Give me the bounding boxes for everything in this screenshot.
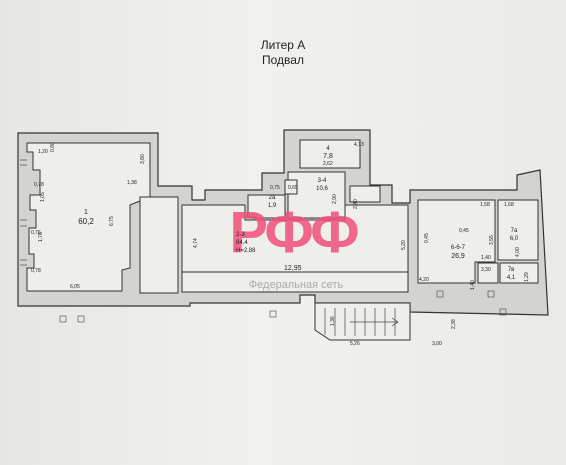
room-1 [26, 142, 151, 292]
room-7v-area: 4,1 [507, 275, 516, 281]
room-6-6-7-number: 6-6-7 [451, 245, 466, 251]
dim-label: 1,40 [470, 280, 476, 290]
closet-a [284, 179, 298, 195]
door-marks [59, 290, 507, 323]
dim-label: 0,78 [31, 268, 41, 274]
dim-label: 3,55 [489, 235, 495, 245]
room-6-6-7-area: 26,9 [451, 253, 465, 260]
closet-c [477, 262, 499, 284]
room-7v-number: 7в [508, 267, 515, 273]
dim-label: 0,45 [459, 228, 469, 234]
room-2a-area: 1,9 [268, 203, 277, 209]
room-3-4-area: 10,6 [316, 186, 328, 192]
closet-b [349, 185, 381, 203]
watermark-caption: Федеральная сеть [249, 279, 344, 291]
dim-label: 0,65 [288, 185, 298, 191]
plan-subtitle: Подвал [262, 53, 304, 67]
staircase [314, 302, 411, 341]
room-4-area: 7,8 [323, 153, 333, 160]
dim-label: 1,78 [38, 232, 44, 242]
room-7a [497, 199, 539, 261]
dim-label: 1,05 [40, 192, 46, 202]
dim-label: 2,38 [451, 319, 457, 329]
room-2a [247, 194, 286, 219]
watermark-logo-text: РФФ [229, 200, 358, 265]
dim-label: 1,58 [480, 202, 490, 208]
dim-label: 1,20 [38, 149, 48, 155]
dim-label: 1,40 [481, 255, 491, 261]
dim-label: 3,00 [432, 341, 442, 347]
room-1-area: 60,2 [78, 217, 94, 226]
room-4 [299, 139, 361, 169]
plan-title: Литер А [260, 38, 306, 52]
dim-label: 1,36 [330, 316, 336, 326]
dim-label: 0,75 [270, 185, 280, 191]
dim-label: 6,75 [109, 216, 115, 226]
dim-label: 4,20 [419, 277, 429, 283]
dim-label: 0,80 [50, 142, 56, 152]
room-2a-number: 2а [269, 195, 276, 201]
room-3-4 [287, 171, 346, 219]
dim-label: 4,74 [193, 238, 199, 248]
room-2-3-area: 84,4 [236, 240, 248, 246]
dim-label: 2,90 [332, 194, 338, 204]
dim-label: 2,40 [353, 199, 359, 209]
room-7v [499, 262, 539, 284]
dim-label: 0,25 [247, 213, 257, 219]
dim-label: 3,30 [481, 267, 491, 273]
dim-label: 12,95 [284, 265, 302, 272]
room-1-number: 1 [84, 209, 88, 216]
dim-label: 2,62 [323, 161, 333, 167]
dimension-labels: 1,20 0,80 3,80 1,38 0,78 1,05 0,76 1,78 … [31, 142, 530, 347]
room-2-3-number: 2-3 [236, 232, 245, 238]
dim-label: 5,26 [350, 341, 360, 347]
room-3-4-number: 3-4 [318, 178, 327, 184]
dim-label: 0,78 [34, 182, 44, 188]
dim-label: 5,20 [401, 240, 407, 250]
room-6-6-7 [417, 199, 496, 284]
room-2-3-height: H=2,88 [236, 248, 256, 254]
dim-label: 0,76 [31, 230, 41, 236]
dim-label: 1,68 [504, 202, 514, 208]
window-marks [20, 159, 27, 266]
room-4-number: 4 [326, 146, 330, 152]
stair-steps [324, 308, 399, 336]
passage-1 [139, 196, 179, 294]
dim-label: 1,38 [127, 180, 137, 186]
dim-label: 6,05 [70, 284, 80, 290]
corridor-band [181, 271, 409, 293]
dim-label: 1,29 [524, 272, 530, 282]
room-7a-area: 6,0 [510, 236, 519, 242]
dim-label: 0,45 [424, 233, 430, 243]
dim-label: 4,00 [515, 247, 521, 257]
room-7a-number: 7а [511, 228, 518, 234]
watermark-logo: РФФ [229, 200, 361, 265]
dim-label: 3,80 [140, 154, 146, 164]
dim-label: 4,13 [354, 142, 364, 148]
